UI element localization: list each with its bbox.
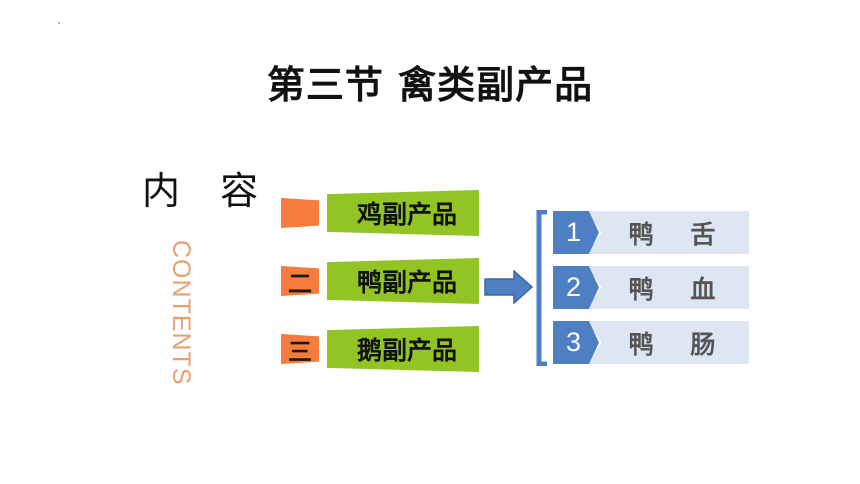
right-arrow-icon bbox=[484, 270, 534, 304]
list-item-3: 鸭 肠 3 bbox=[553, 321, 749, 364]
bracket-line bbox=[536, 210, 547, 366]
corner-dot bbox=[58, 22, 60, 24]
section-badge-1 bbox=[281, 198, 319, 228]
section-label-1: 鸡副产品 bbox=[327, 190, 479, 236]
slide-title: 第三节 禽类副产品 bbox=[266, 63, 594, 107]
item-label-1: 鸭 舌 bbox=[587, 211, 749, 254]
list-item-2: 鸭 血 2 bbox=[553, 266, 749, 309]
content-heading: 内 容 bbox=[142, 169, 273, 213]
item-number-2: 2 bbox=[553, 266, 599, 309]
section-badge-2: 二 bbox=[281, 266, 319, 296]
item-number-3: 3 bbox=[553, 321, 599, 364]
list-item-1: 鸭 舌 1 bbox=[553, 211, 749, 254]
item-number-1: 1 bbox=[553, 211, 599, 254]
section-label-3: 鹅副产品 bbox=[327, 326, 479, 372]
section-label-2: 鸭副产品 bbox=[327, 258, 479, 304]
item-label-2: 鸭 血 bbox=[587, 266, 749, 309]
contents-word-text: CONTENTS bbox=[167, 240, 195, 386]
item-label-3: 鸭 肠 bbox=[587, 321, 749, 364]
section-badge-3: 三 bbox=[281, 334, 319, 364]
contents-vertical-word: CONTENTS bbox=[167, 240, 212, 386]
